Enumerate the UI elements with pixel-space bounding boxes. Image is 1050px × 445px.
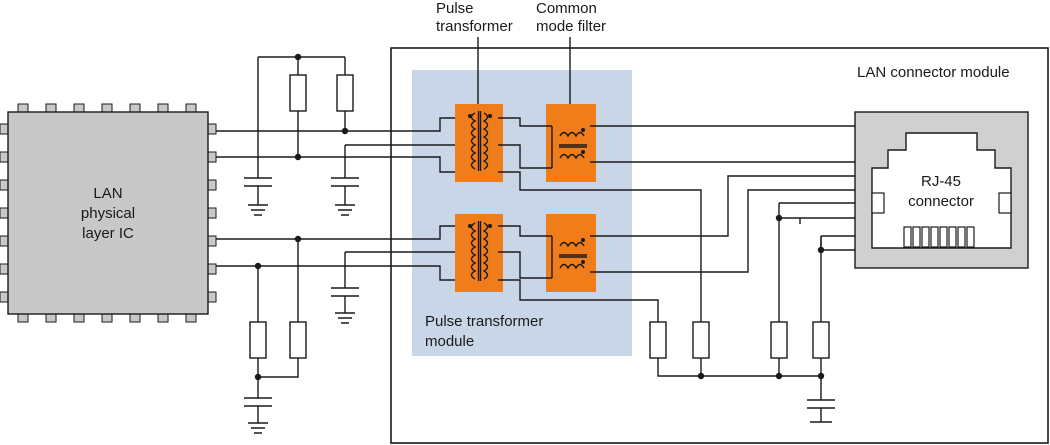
common-mode-filter-1 bbox=[546, 104, 596, 182]
rj45-label-2: connector bbox=[908, 193, 974, 210]
ic-label-3: layer IC bbox=[82, 225, 134, 242]
lan-connector-module-label: LAN connector module bbox=[857, 64, 1010, 81]
transformer-filter-wires bbox=[498, 117, 553, 279]
center-tap-wires bbox=[498, 171, 702, 322]
common-mode-filter-label-2: mode filter bbox=[536, 18, 606, 35]
bottom-termination-network bbox=[244, 144, 440, 434]
pulse-transformer-label-2: transformer bbox=[436, 18, 513, 35]
pulse-transformer-1 bbox=[455, 104, 503, 182]
lan-physical-layer-ic bbox=[0, 103, 217, 323]
common-mode-filter-label-1: Common bbox=[536, 0, 597, 17]
connector-termination-network bbox=[649, 202, 855, 423]
rj45-label-1: RJ-45 bbox=[921, 173, 961, 190]
ic-label-1: LAN bbox=[93, 185, 122, 202]
ic-label-2: physical bbox=[81, 205, 135, 222]
ic-signal-wires bbox=[216, 117, 462, 281]
pulse-transformer-label-1: Pulse bbox=[436, 0, 474, 17]
filter-output-wires bbox=[590, 125, 855, 273]
top-termination-network bbox=[244, 53, 359, 216]
pulse-transformer-2 bbox=[455, 214, 503, 292]
rj45-connector bbox=[854, 111, 1029, 269]
pulse-transformer-module-label-1: Pulse transformer bbox=[425, 313, 543, 330]
pulse-transformer-module-label-2: module bbox=[425, 333, 474, 350]
common-mode-filter-2 bbox=[546, 214, 596, 292]
